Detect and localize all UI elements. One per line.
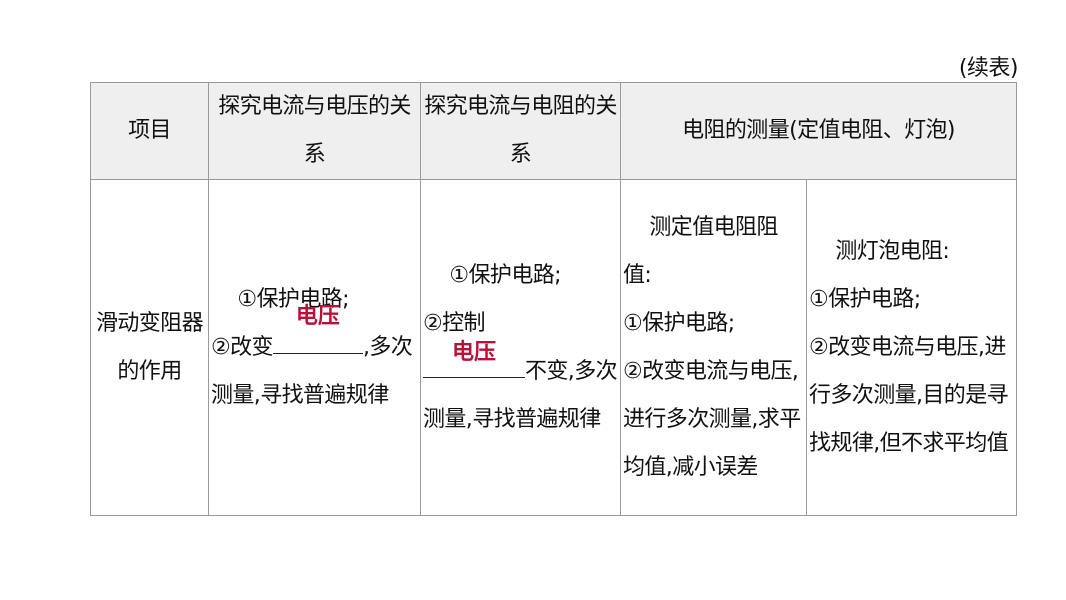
fixed-resistor-title: 测定值电阻阻值: <box>623 214 778 288</box>
bulb-title: 测灯泡电阻: <box>835 238 950 264</box>
resistance-item-1: ①保护电路; <box>449 262 561 288</box>
bulb-item-1: ①保护电路; <box>809 286 921 312</box>
cell-current-resistance: ①保护电路; ②控制电压不变,多次测量,寻找普遍规律 <box>420 179 621 516</box>
resistance-item-2-prefix: ②控制 <box>423 310 486 336</box>
row-label: 滑动变阻器的作用 <box>90 179 209 516</box>
header-resistance-measurement: 电阻的测量(定值电阻、灯泡) <box>620 82 1017 180</box>
table-header-row: 项目 探究电流与电压的关系 探究电流与电阻的关系 电阻的测量(定值电阻、灯泡) <box>90 82 1017 180</box>
cell-fixed-resistor: 测定值电阻阻值: ①保护电路; ②改变电流与电压,进行多次测量,求平均值,减小误差 <box>620 179 807 516</box>
comparison-table: 项目 探究电流与电压的关系 探究电流与电阻的关系 电阻的测量(定值电阻、灯泡) … <box>90 82 1017 516</box>
continued-label: (续表) <box>958 56 1019 81</box>
voltage-answer: 电压 <box>295 303 340 329</box>
resistance-answer-blank: 电压 <box>423 340 525 378</box>
header-item: 项目 <box>90 82 209 180</box>
fixed-resistor-item-1: ①保护电路; <box>623 310 735 336</box>
header-current-voltage: 探究电流与电压的关系 <box>208 82 421 180</box>
header-current-resistance: 探究电流与电阻的关系 <box>420 82 621 180</box>
voltage-answer-blank: 电压 <box>272 304 363 354</box>
voltage-item-1: ①保护电路; <box>237 286 349 312</box>
bulb-item-2: ②改变电流与电压,进行多次测量,目的是寻找规律,但不求平均值 <box>809 334 1009 456</box>
cell-bulb: 测灯泡电阻: ①保护电路; ②改变电流与电压,进行多次测量,目的是寻找规律,但不求平… <box>806 179 1017 516</box>
fixed-resistor-item-2: ②改变电流与电压,进行多次测量,求平均值,减小误差 <box>623 358 801 480</box>
table-row: 滑动变阻器的作用 ①保护电路;②改变电压,多次测量,寻找普遍规律 ①保护电路;②… <box>90 179 1017 516</box>
resistance-item-2-suffix: 不变,多次测量,寻找普遍规律 <box>423 358 618 432</box>
cell-current-voltage: ①保护电路; ②改变电压 ,多次测量,寻找普遍规律 <box>208 179 421 516</box>
voltage-item-2-suffix: ,多次测量,寻找普遍规律 <box>211 334 413 408</box>
resistance-answer: 电压 <box>451 339 496 365</box>
voltage-item-2-prefix: ②改变 <box>211 334 274 360</box>
